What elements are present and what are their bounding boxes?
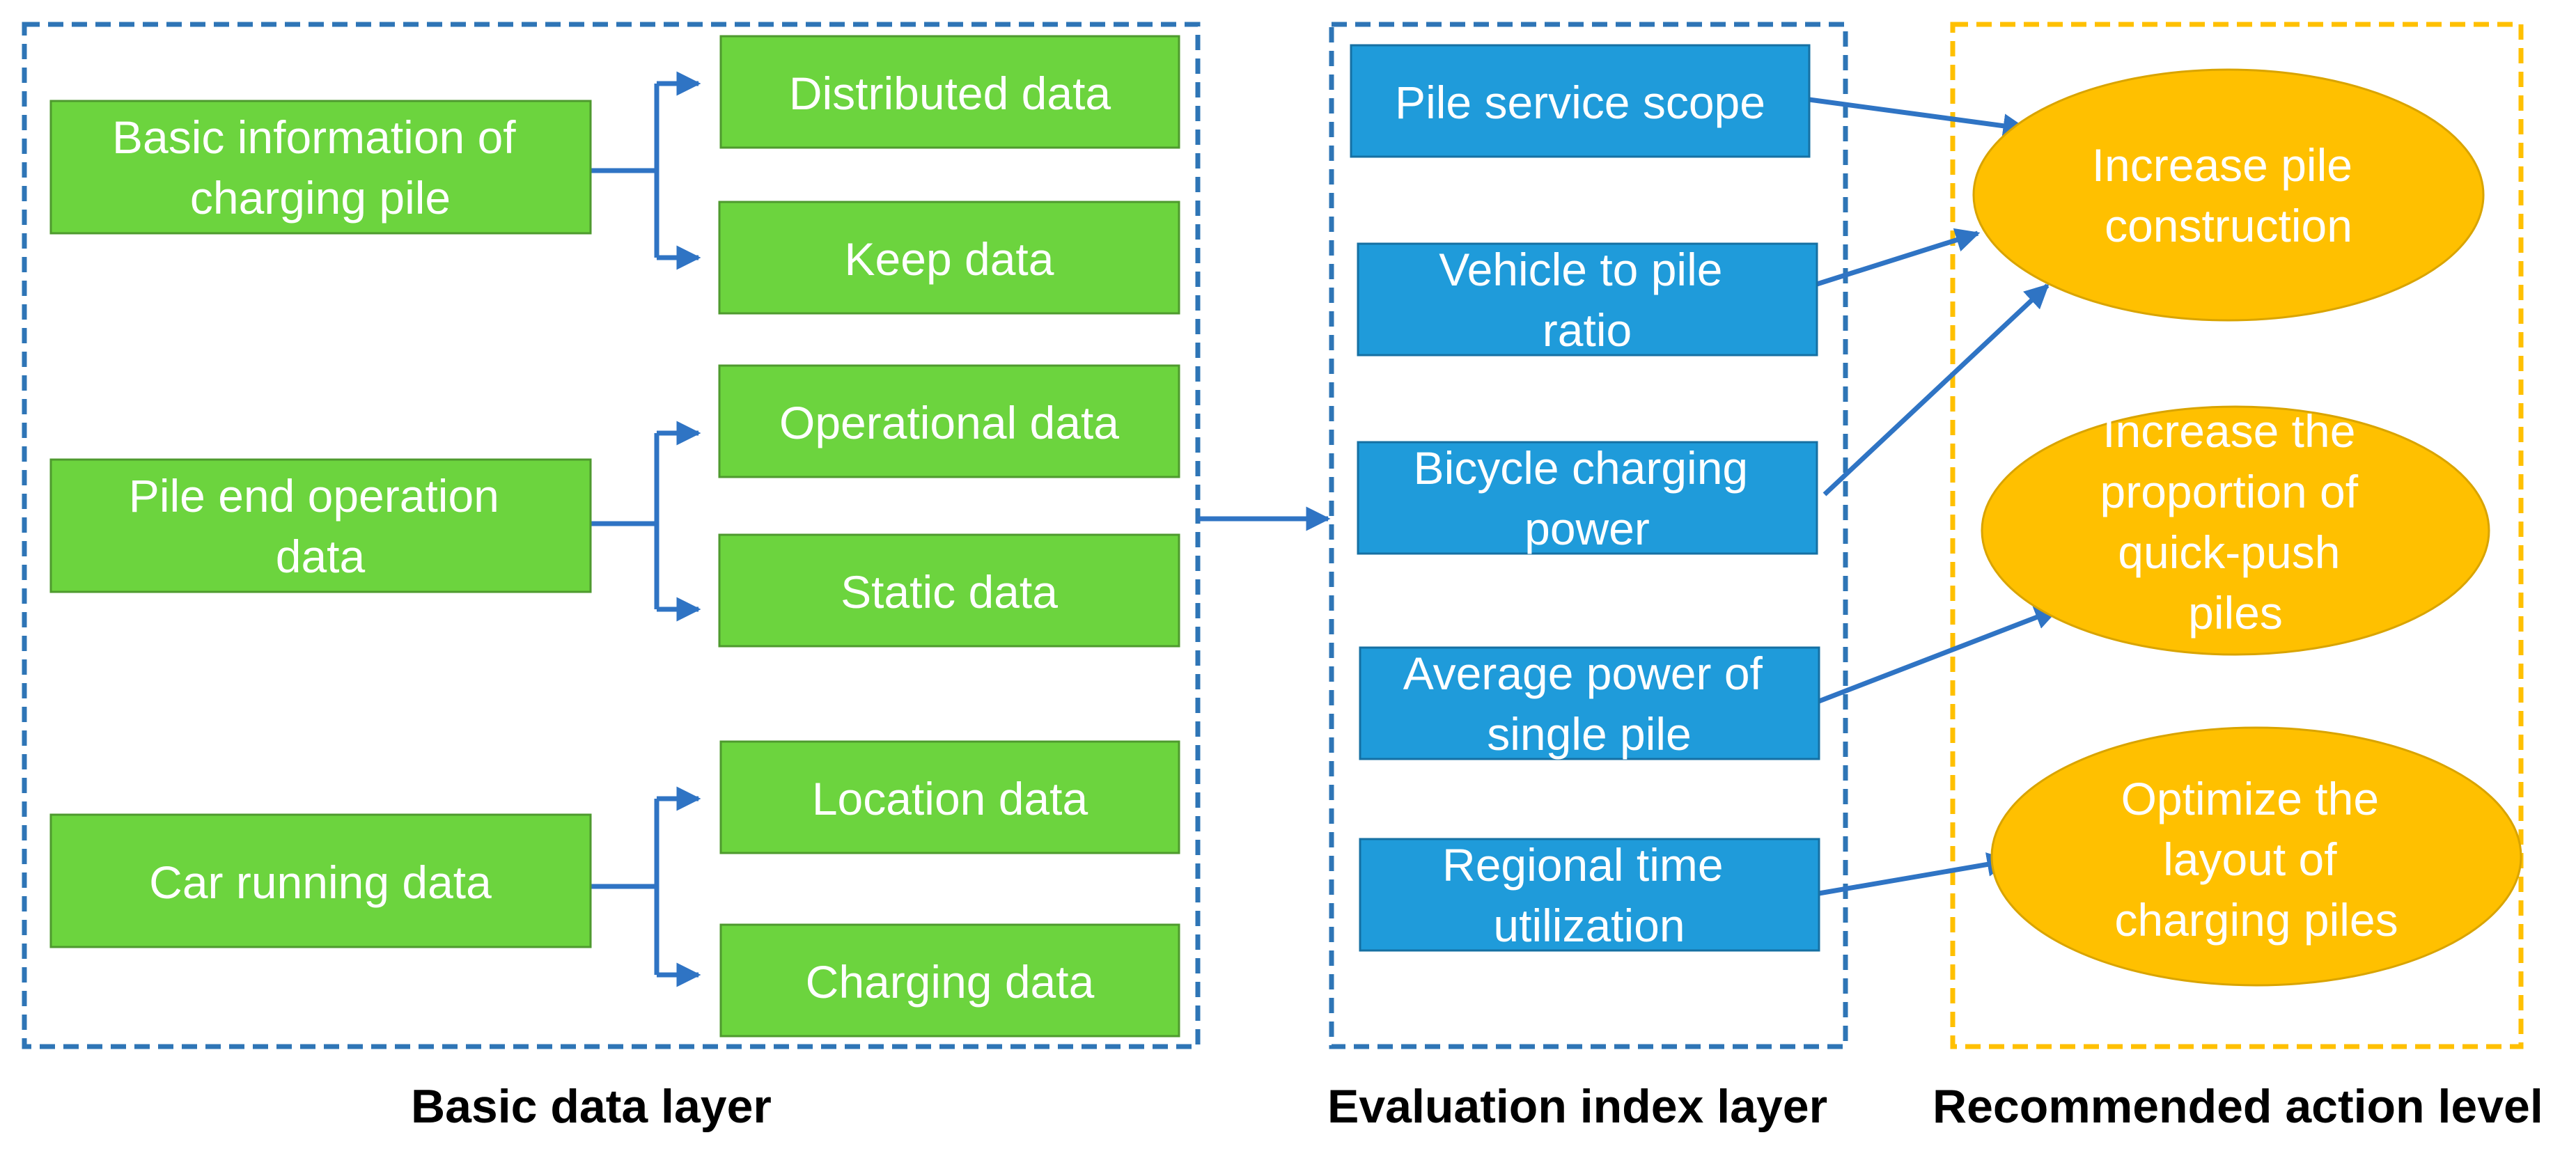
- source-box-label: Pile end operation data: [129, 470, 512, 582]
- basic-data-layer-frame: [22, 22, 1201, 1049]
- basic-source-boxes: Basic information of charging pile Pile …: [49, 100, 592, 948]
- source-box-car-running: Car running data: [49, 813, 592, 948]
- bracket-basic-info: [591, 84, 659, 258]
- data-box-keep: Keep data: [718, 201, 1180, 315]
- data-box-label: Charging data: [806, 956, 1095, 1008]
- index-boxes: Pile service scope Vehicle to pile ratio…: [1350, 44, 1820, 952]
- data-box-static: Static data: [718, 533, 1180, 648]
- source-box-basic-information: Basic information of charging pile: [49, 100, 592, 235]
- action-optimize-layout: Optimize the layout of charging piles: [1990, 726, 2522, 987]
- index-box-regional-time-utilization: Regional time utilization: [1359, 838, 1820, 952]
- index-box-label: Pile service scope: [1395, 77, 1765, 128]
- index-box-label: Bicycle charging power: [1414, 442, 1761, 554]
- index-box-vehicle-to-pile-ratio: Vehicle to pile ratio: [1357, 242, 1818, 357]
- action-label: Increase pile construction: [2092, 139, 2366, 251]
- index-box-label: Regional time utilization: [1442, 839, 1736, 951]
- arrow-average-to-proportion: [1818, 606, 2060, 704]
- index-box-label: Average power of single pile: [1403, 648, 1775, 760]
- evaluation-index-layer-caption: Evaluation index layer: [1327, 1080, 1828, 1133]
- recommended-action-level-frame: [1950, 22, 2524, 1049]
- bracket-car-running: [591, 799, 659, 975]
- source-box-label: Car running data: [149, 856, 492, 908]
- index-box-average-power: Average power of single pile: [1359, 646, 1820, 760]
- source-box-label: Basic information of charging pile: [112, 111, 529, 224]
- action-label: Optimize the layout of charging piles: [2114, 773, 2398, 946]
- connectors: [591, 71, 2060, 987]
- data-item-boxes: Distributed data Keep data Operational d…: [718, 35, 1180, 1038]
- index-box-label: Vehicle to pile ratio: [1439, 244, 1735, 356]
- bracket-pile-end: [591, 433, 659, 609]
- index-box-pile-service-scope: Pile service scope: [1350, 44, 1811, 158]
- data-box-label: Keep data: [845, 233, 1054, 285]
- data-box-label: Operational data: [779, 397, 1119, 448]
- data-box-operational: Operational data: [718, 364, 1180, 478]
- arrow-pile-scope-to-construction: [1809, 97, 2028, 139]
- data-box-location: Location data: [719, 740, 1180, 854]
- data-box-label: Location data: [812, 773, 1088, 824]
- arrow-regional-to-optimize: [1818, 852, 2012, 896]
- data-box-label: Distributed data: [789, 68, 1111, 119]
- action-increase-pile-construction: Increase pile construction: [1972, 68, 2485, 322]
- action-label: Increase the proportion of quick-push pi…: [2100, 405, 2371, 639]
- data-box-distributed: Distributed data: [719, 35, 1180, 149]
- evaluation-index-layer-frame: [1329, 22, 1848, 1049]
- recommended-action-level-caption: Recommended action level: [1933, 1080, 2543, 1133]
- arrow-bicycle-to-construction: [1822, 283, 2050, 496]
- data-box-label: Static data: [841, 566, 1058, 618]
- action-ellipses: Increase pile construction Increase the …: [1972, 68, 2522, 987]
- arrow-ratio-to-construction: [1816, 228, 1981, 287]
- index-box-bicycle-charging-power: Bicycle charging power: [1357, 441, 1818, 555]
- basic-data-layer-caption: Basic data layer: [411, 1080, 772, 1133]
- source-box-pile-end-operation: Pile end operation data: [49, 458, 592, 593]
- action-increase-proportion-quick-push: Increase the proportion of quick-push pi…: [1981, 405, 2490, 656]
- data-box-charging: Charging data: [719, 923, 1180, 1038]
